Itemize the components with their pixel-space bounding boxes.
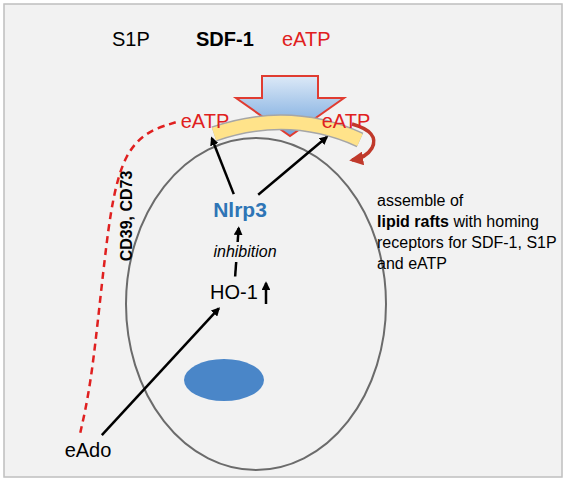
note-text: assemble of xyxy=(377,192,463,209)
arrow-connector xyxy=(258,137,327,195)
signal-label: S1P xyxy=(112,28,150,51)
protein-label: Nlrp3 xyxy=(210,196,270,224)
cell-nucleus xyxy=(184,359,264,401)
protein-label: HO-1 xyxy=(207,279,261,306)
dashed-connector xyxy=(80,122,175,433)
signal-label: eATP xyxy=(282,28,331,51)
node-text: Nlrp3 xyxy=(213,198,267,222)
signal-label: SDF-1 xyxy=(196,28,254,51)
arrow-connector xyxy=(212,138,234,194)
up-arrow xyxy=(265,283,268,304)
metabolite-label: eATP xyxy=(319,108,374,135)
cell-membrane xyxy=(126,138,386,470)
panel-background xyxy=(4,4,562,477)
node-text: eAdo xyxy=(65,439,112,462)
arrow-connector xyxy=(102,308,219,435)
node-text: eATP xyxy=(181,110,230,133)
node-text: eATP xyxy=(322,110,371,133)
note-text: lipid rafts xyxy=(377,213,449,230)
metabolite-label: eATP xyxy=(178,108,233,135)
metabolite-label: eAdo xyxy=(62,437,115,464)
edge-label: CD39, CD73 xyxy=(117,168,137,265)
edge-label: inhibition xyxy=(210,242,279,262)
node-text: HO-1 xyxy=(210,281,258,304)
note-block: assemble oflipid rafts with homing recep… xyxy=(377,190,559,274)
